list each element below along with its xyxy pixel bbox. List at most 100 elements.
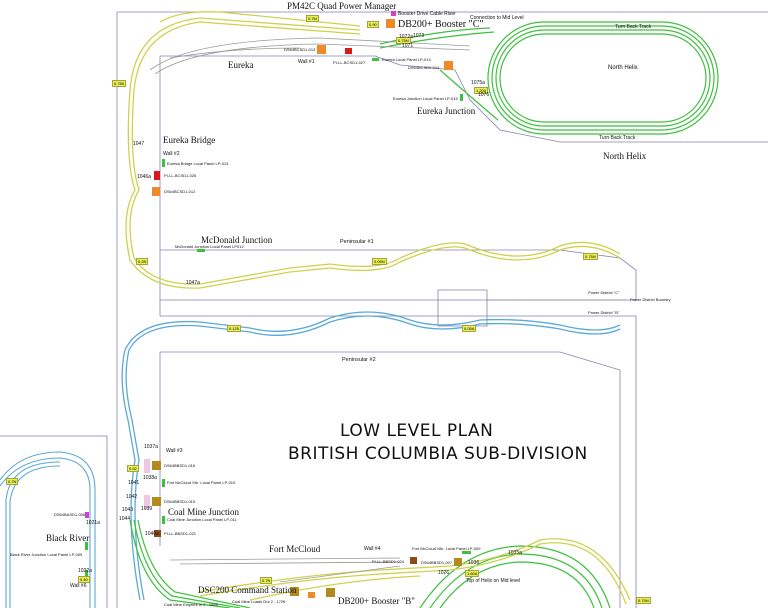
track-tag: 1.200 bbox=[474, 87, 489, 94]
pi-eu-027-block bbox=[345, 48, 352, 54]
coal-empties-label: Coal Mine Empties In 2 - 188ft bbox=[164, 602, 218, 607]
ds64-eu-013-label: DS64BCSD1-013 bbox=[284, 47, 316, 52]
peninsular-2-label: Peninsular #2 bbox=[342, 357, 376, 363]
pi-fm-024-block bbox=[410, 557, 417, 564]
track-id: 1037a bbox=[144, 444, 158, 450]
track-id: 1073 bbox=[413, 33, 425, 39]
track-id: 1043 bbox=[122, 507, 134, 513]
track-tag: 0.75N bbox=[396, 37, 411, 44]
upper-main-line bbox=[125, 11, 621, 289]
fm-sth-panel-label: Fort McCloud Sth. Local Panel LP-010 bbox=[167, 480, 236, 485]
track-tag: 0.2N bbox=[136, 258, 149, 265]
booster-b-label: DB200+ Booster "B" bbox=[338, 596, 415, 606]
track-id: 1044 bbox=[119, 516, 131, 522]
dsc200-block-2 bbox=[308, 592, 315, 598]
eureka-panel-label: Eureka Local Panel LP-014 bbox=[382, 57, 431, 62]
track-id: 1042 bbox=[126, 494, 138, 500]
br-panel-label: Black River Junction Local Panel LP-009 bbox=[10, 552, 83, 557]
pm42c-label: PM42C Quad Power Manager bbox=[287, 1, 397, 11]
track-id: 1035a bbox=[508, 550, 522, 556]
track-tag: 0.780 bbox=[112, 80, 127, 87]
north-helix-track bbox=[379, 21, 719, 135]
ds64-br-006-block bbox=[85, 512, 89, 518]
wall-2-label: Wall #2 bbox=[163, 151, 180, 157]
black-river-label: Black River bbox=[46, 533, 90, 543]
pi-bridge-026-block bbox=[154, 171, 160, 180]
mcdonald-panel-block bbox=[197, 249, 205, 252]
track-id: 1021a bbox=[86, 520, 100, 526]
track-id: 1026 bbox=[438, 570, 450, 576]
benchwork-outline bbox=[0, 11, 768, 608]
pi-bridge-026-label: PI-LL-BCSD1-026 bbox=[164, 173, 197, 178]
track-id: 1036 bbox=[468, 560, 480, 566]
track-id: 1076 bbox=[478, 92, 490, 98]
fort-mccloud-label: Fort McCloud bbox=[269, 544, 321, 554]
track-id: 1075a bbox=[471, 80, 485, 86]
track-tag: 0.7N bbox=[6, 478, 19, 485]
power-district-c-label: Power District "C" bbox=[588, 290, 620, 295]
booster-riser-label: Booster Drive Cable Riser bbox=[398, 11, 456, 17]
track-id: 1047 bbox=[133, 141, 145, 147]
cm-panel-label: Coal Mine Junction Local Panel LP-011 bbox=[167, 517, 237, 522]
track-tag: 0.52 bbox=[127, 465, 139, 472]
track-id: 1022a bbox=[78, 568, 92, 574]
staging-tracks bbox=[149, 37, 471, 75]
north-helix-label: North Helix bbox=[608, 65, 638, 71]
eureka-panel-block bbox=[372, 58, 379, 61]
track-tag: 0.40 bbox=[78, 576, 90, 583]
wall-3-label: Wall #3 bbox=[166, 448, 183, 454]
booster-drive-riser-marker bbox=[391, 11, 396, 16]
track-id: 1038a bbox=[143, 475, 157, 481]
ds64-eu-014-label: DS64BCSD2-014 bbox=[408, 65, 440, 70]
eureka-jct-panel-label: Eureka Junction Local Panel LP-015 bbox=[393, 96, 458, 101]
track-id: 1039 bbox=[141, 506, 153, 512]
wall-1-label: Wall #1 bbox=[298, 59, 315, 65]
track-tag: 0.7N bbox=[260, 577, 273, 584]
eureka-bridge-label: Eureka Bridge bbox=[163, 135, 216, 145]
pi-cm-021-label: PI-LL-BBSD1-021 bbox=[164, 531, 197, 536]
peninsular-1-label: Peninsular #1 bbox=[340, 239, 374, 245]
coal-mine-junction-label: Coal Mine Junction bbox=[168, 507, 239, 517]
ds64-fm-016-block bbox=[152, 461, 161, 470]
wall-6-label: Wall #6 bbox=[70, 583, 87, 589]
pi-fm-024-label: PI-LL-BBSD1-024 bbox=[372, 559, 405, 564]
ds64-fm-007-block bbox=[454, 558, 462, 566]
boundary-label: Power District Boundry bbox=[630, 297, 671, 302]
track-id: 1041 bbox=[128, 480, 140, 486]
lower-yellow-track bbox=[199, 538, 631, 605]
ds64-bridge-012-block bbox=[152, 187, 160, 196]
booster-c-label: DB200+ Booster "C" bbox=[398, 19, 484, 30]
track-id: 1071 bbox=[402, 43, 414, 49]
wall6-block bbox=[85, 570, 88, 578]
plan-title-line2: BRITISH COLUMBIA SUB-DIVISION bbox=[288, 444, 588, 464]
fm-sth-panel-block bbox=[162, 479, 165, 487]
booster-b-block bbox=[326, 588, 335, 597]
bridge-panel-block bbox=[162, 159, 165, 167]
track-tag: 0.75N bbox=[583, 253, 598, 260]
track-tag: 0.125 bbox=[227, 325, 242, 332]
track-tag: 0.7M bbox=[306, 15, 319, 22]
eureka-junction-label: Eureka Junction bbox=[417, 106, 476, 116]
booster-c-block bbox=[386, 19, 395, 28]
ds64-cm-015-label: DS64BBSD1-015 bbox=[164, 499, 196, 504]
ds64-bridge-012-label: DS64BCSD1-012 bbox=[164, 189, 196, 194]
br-panel-block bbox=[85, 542, 88, 550]
track-tag: 0.05N bbox=[372, 258, 387, 265]
track-id: 1040a bbox=[145, 531, 159, 537]
power-district-b-label: Power District "B" bbox=[588, 310, 620, 315]
mcdonald-junction-label: McDonald Junction bbox=[201, 235, 273, 245]
north-helix-area-label: North Helix bbox=[603, 151, 647, 161]
pi-eu-027-label: PI-LL-BCSD1-027 bbox=[333, 60, 366, 65]
fm-nth-panel-block bbox=[462, 551, 471, 554]
pi-cm-021-block bbox=[154, 530, 161, 537]
fort-mccloud-yard bbox=[169, 557, 401, 583]
turn-back-top-label: Turn Back Track bbox=[615, 24, 652, 30]
pink-marker-1 bbox=[144, 459, 150, 473]
ds64-cm-015-block bbox=[152, 497, 161, 506]
turn-back-bottom-label: Turn Back Track bbox=[599, 135, 636, 141]
ds64-br-006-label: DS64BASD1-006 bbox=[54, 512, 86, 517]
top-helix-label: Top of Helix on Mid level bbox=[466, 578, 521, 584]
coal-loads-label: Coal Mine Loads Out 2 - 172ft bbox=[232, 599, 286, 604]
lower-main-line bbox=[121, 311, 621, 601]
